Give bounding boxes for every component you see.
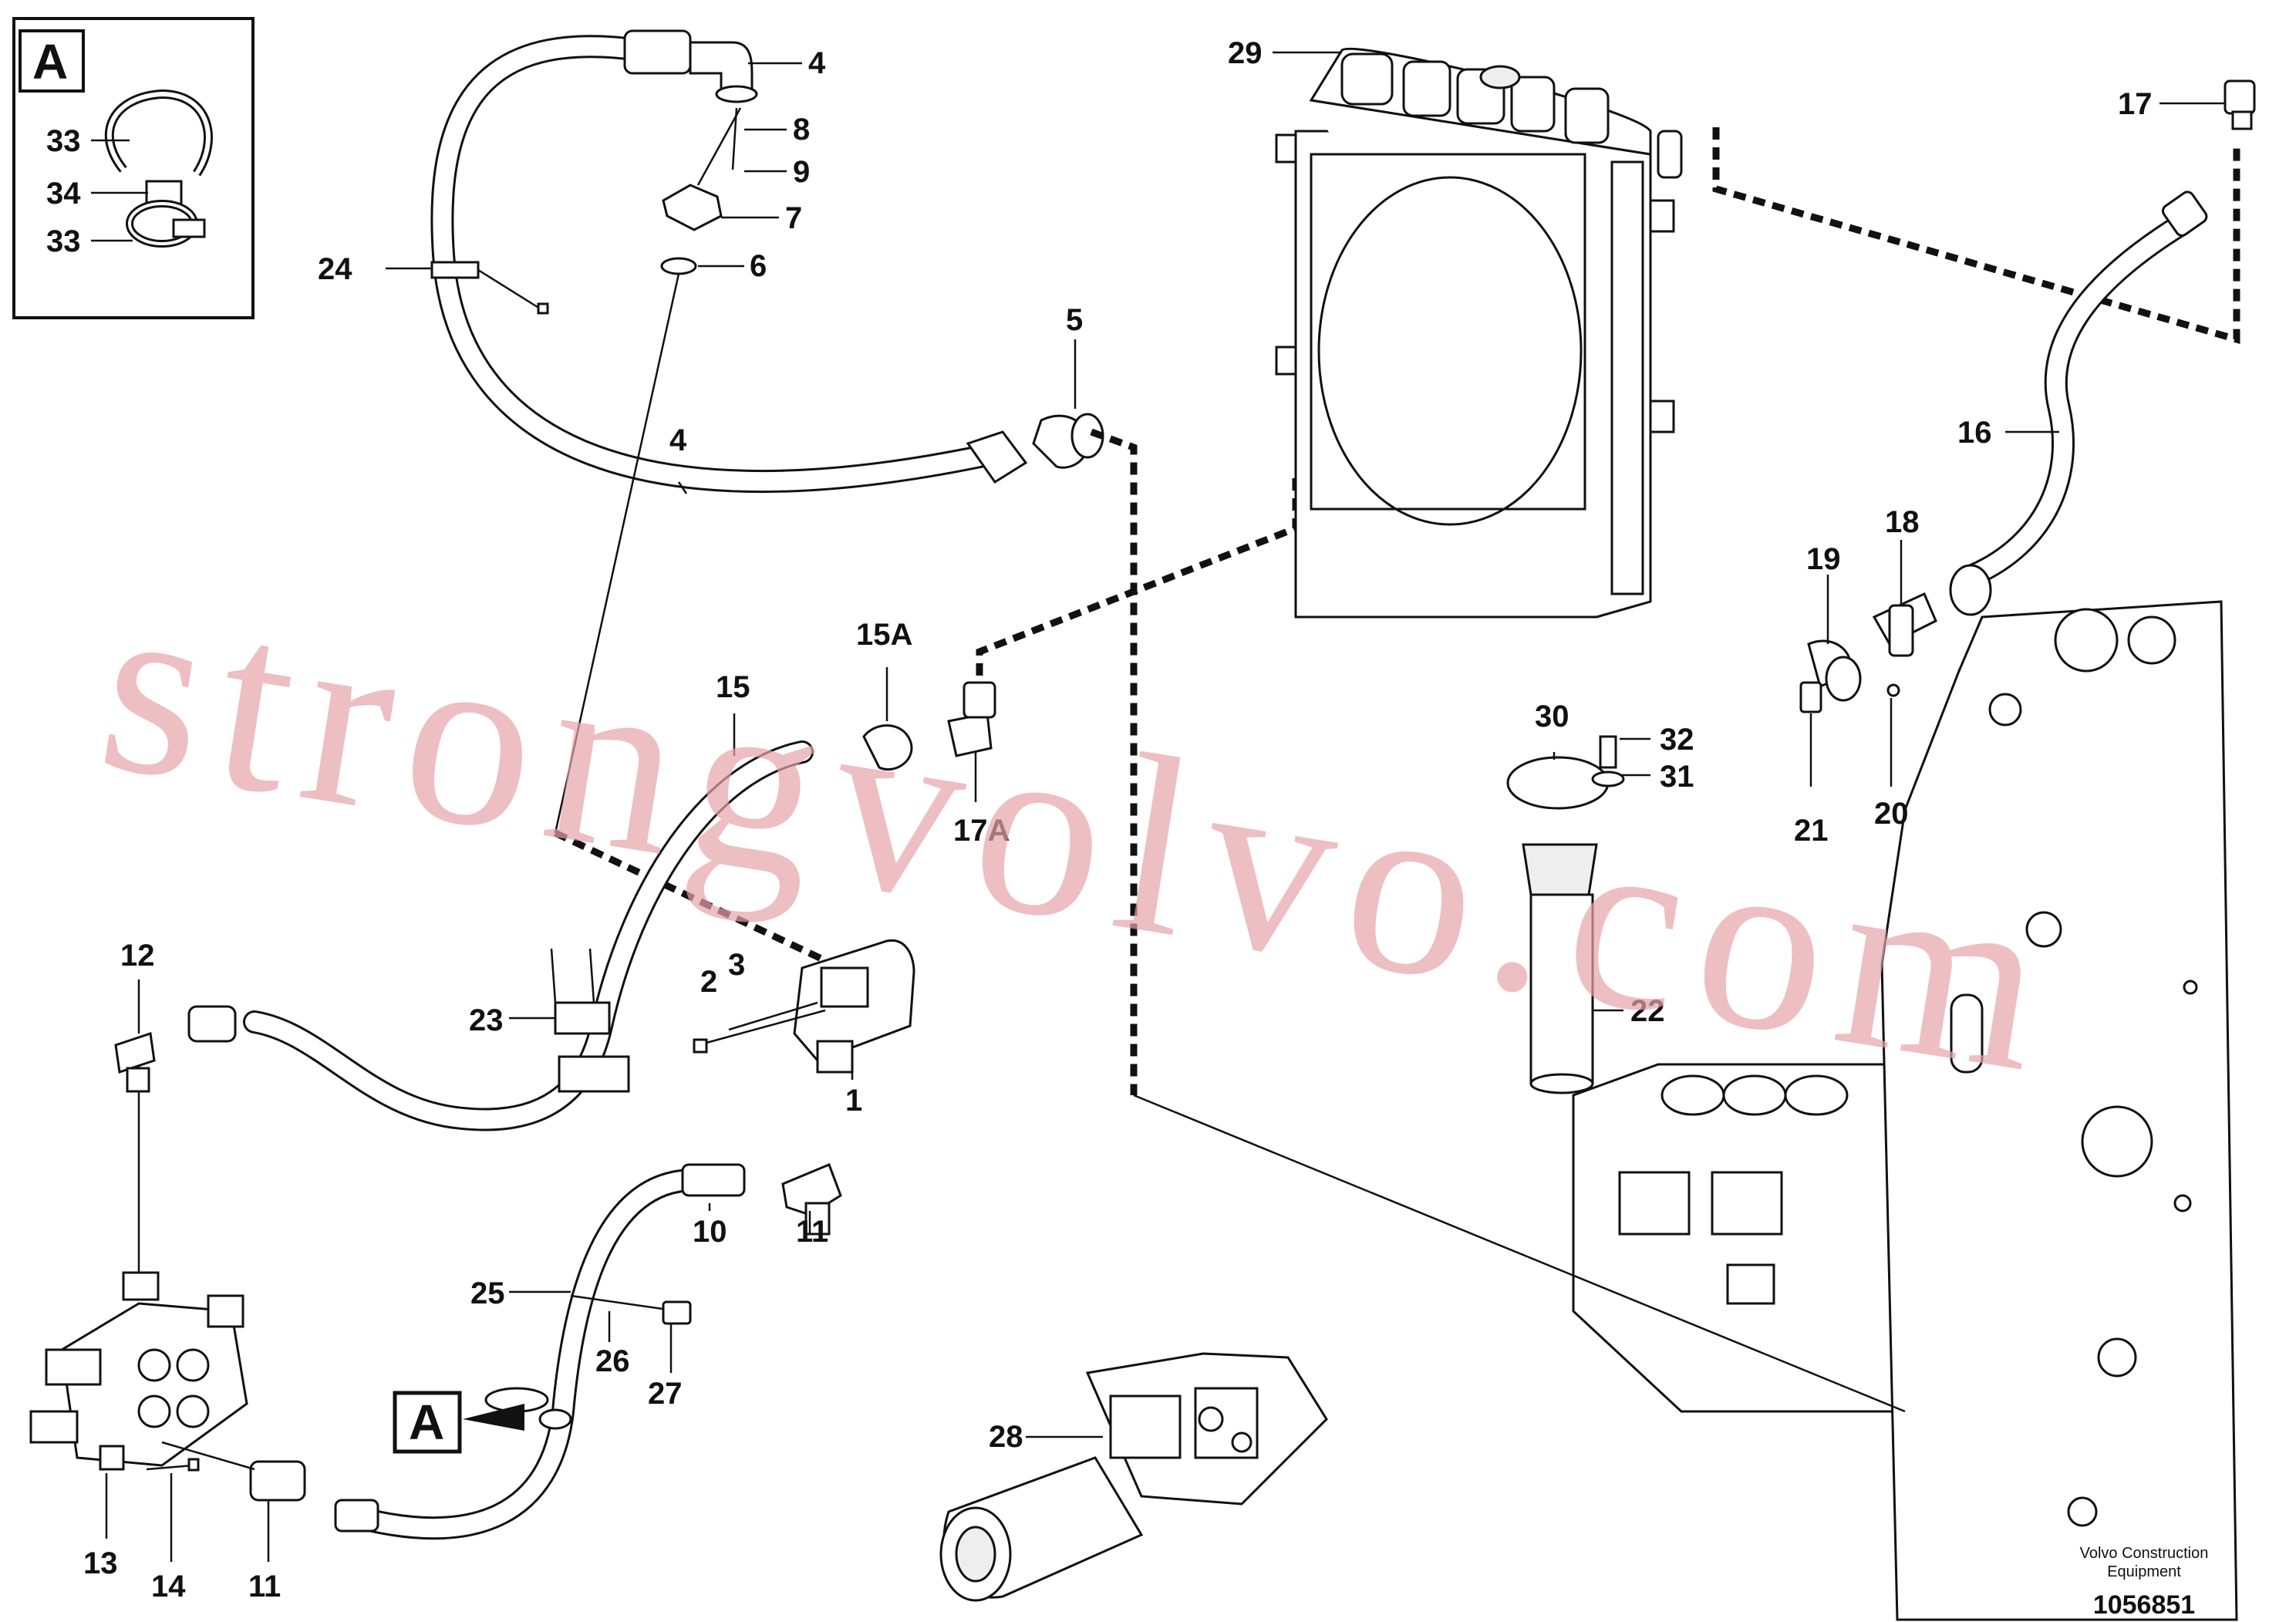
callout-31: 31	[1660, 760, 1694, 794]
callout-32: 32	[1660, 723, 1694, 757]
callout-29: 29	[1228, 36, 1263, 70]
callout-labels: 4 8 9 7 6 24 5 4 29 17 16 18 19 20 21 15…	[83, 36, 2153, 1603]
upper-hose-assembly	[430, 29, 1104, 494]
callout-11-bottom: 11	[248, 1570, 281, 1603]
callout-10: 10	[693, 1215, 727, 1249]
callout-21: 21	[1794, 814, 1829, 848]
callout-33-bottom: 33	[46, 224, 81, 258]
callout-12: 12	[120, 939, 155, 973]
drawing-number: 1056851	[2093, 1590, 2195, 1620]
callout-11-mid: 11	[796, 1215, 828, 1249]
callout-5: 5	[1066, 303, 1083, 337]
callout-2: 2	[700, 965, 717, 999]
footer-brand: Volvo Construction Equipment 1056851	[2080, 1545, 2209, 1620]
callout-3: 3	[728, 948, 745, 982]
clamp-detail-inset: A 33 34 33	[12, 17, 255, 319]
callout-33-top: 33	[46, 124, 81, 158]
callout-17: 17	[2118, 87, 2153, 121]
callout-26: 26	[595, 1344, 630, 1378]
watermark-text: strongvolvo.com	[85, 541, 2077, 1128]
detail-marker-a: A	[393, 1391, 462, 1454]
callout-22: 22	[1630, 994, 1665, 1028]
callout-6: 6	[750, 249, 767, 283]
callout-19: 19	[1806, 542, 1841, 576]
callout-25: 25	[470, 1276, 505, 1310]
inset-letter: A	[32, 34, 68, 89]
brand-line-1: Volvo Construction	[2080, 1545, 2209, 1562]
callout-9: 9	[793, 155, 810, 189]
callout-15a: 15A	[856, 618, 912, 652]
callout-15: 15	[716, 670, 750, 704]
callout-28: 28	[989, 1420, 1023, 1454]
callout-7: 7	[785, 201, 802, 235]
filter-assembly	[1506, 735, 1650, 1094]
valve-1	[693, 939, 915, 1080]
callout-4-mid: 4	[669, 423, 687, 457]
callout-4-top: 4	[808, 46, 826, 80]
callout-30: 30	[1535, 700, 1569, 733]
control-valve-block	[29, 980, 270, 1562]
callout-14: 14	[151, 1570, 186, 1603]
callout-34: 34	[46, 177, 81, 211]
callout-18: 18	[1885, 505, 1920, 539]
callout-23: 23	[469, 1003, 504, 1037]
brand-line-2: Equipment	[2107, 1563, 2181, 1580]
detail-marker-letter: A	[409, 1394, 444, 1450]
callout-13: 13	[83, 1546, 118, 1580]
callout-16: 16	[1957, 416, 1992, 450]
bracket-23	[509, 948, 630, 1093]
lower-hose-assembly	[249, 1163, 842, 1540]
engine-and-frame	[1133, 600, 2238, 1621]
callout-20: 20	[1874, 797, 1909, 831]
bracket-fasteners	[386, 107, 787, 275]
right-hose-assembly	[1799, 79, 2256, 787]
callout-24: 24	[318, 252, 352, 286]
callout-1: 1	[845, 1084, 862, 1118]
hydraulic-pump	[939, 1352, 1328, 1602]
callout-8: 8	[793, 113, 810, 147]
callout-27: 27	[648, 1377, 683, 1411]
radiator	[1273, 47, 1683, 619]
callout-17a: 17A	[953, 814, 1010, 848]
